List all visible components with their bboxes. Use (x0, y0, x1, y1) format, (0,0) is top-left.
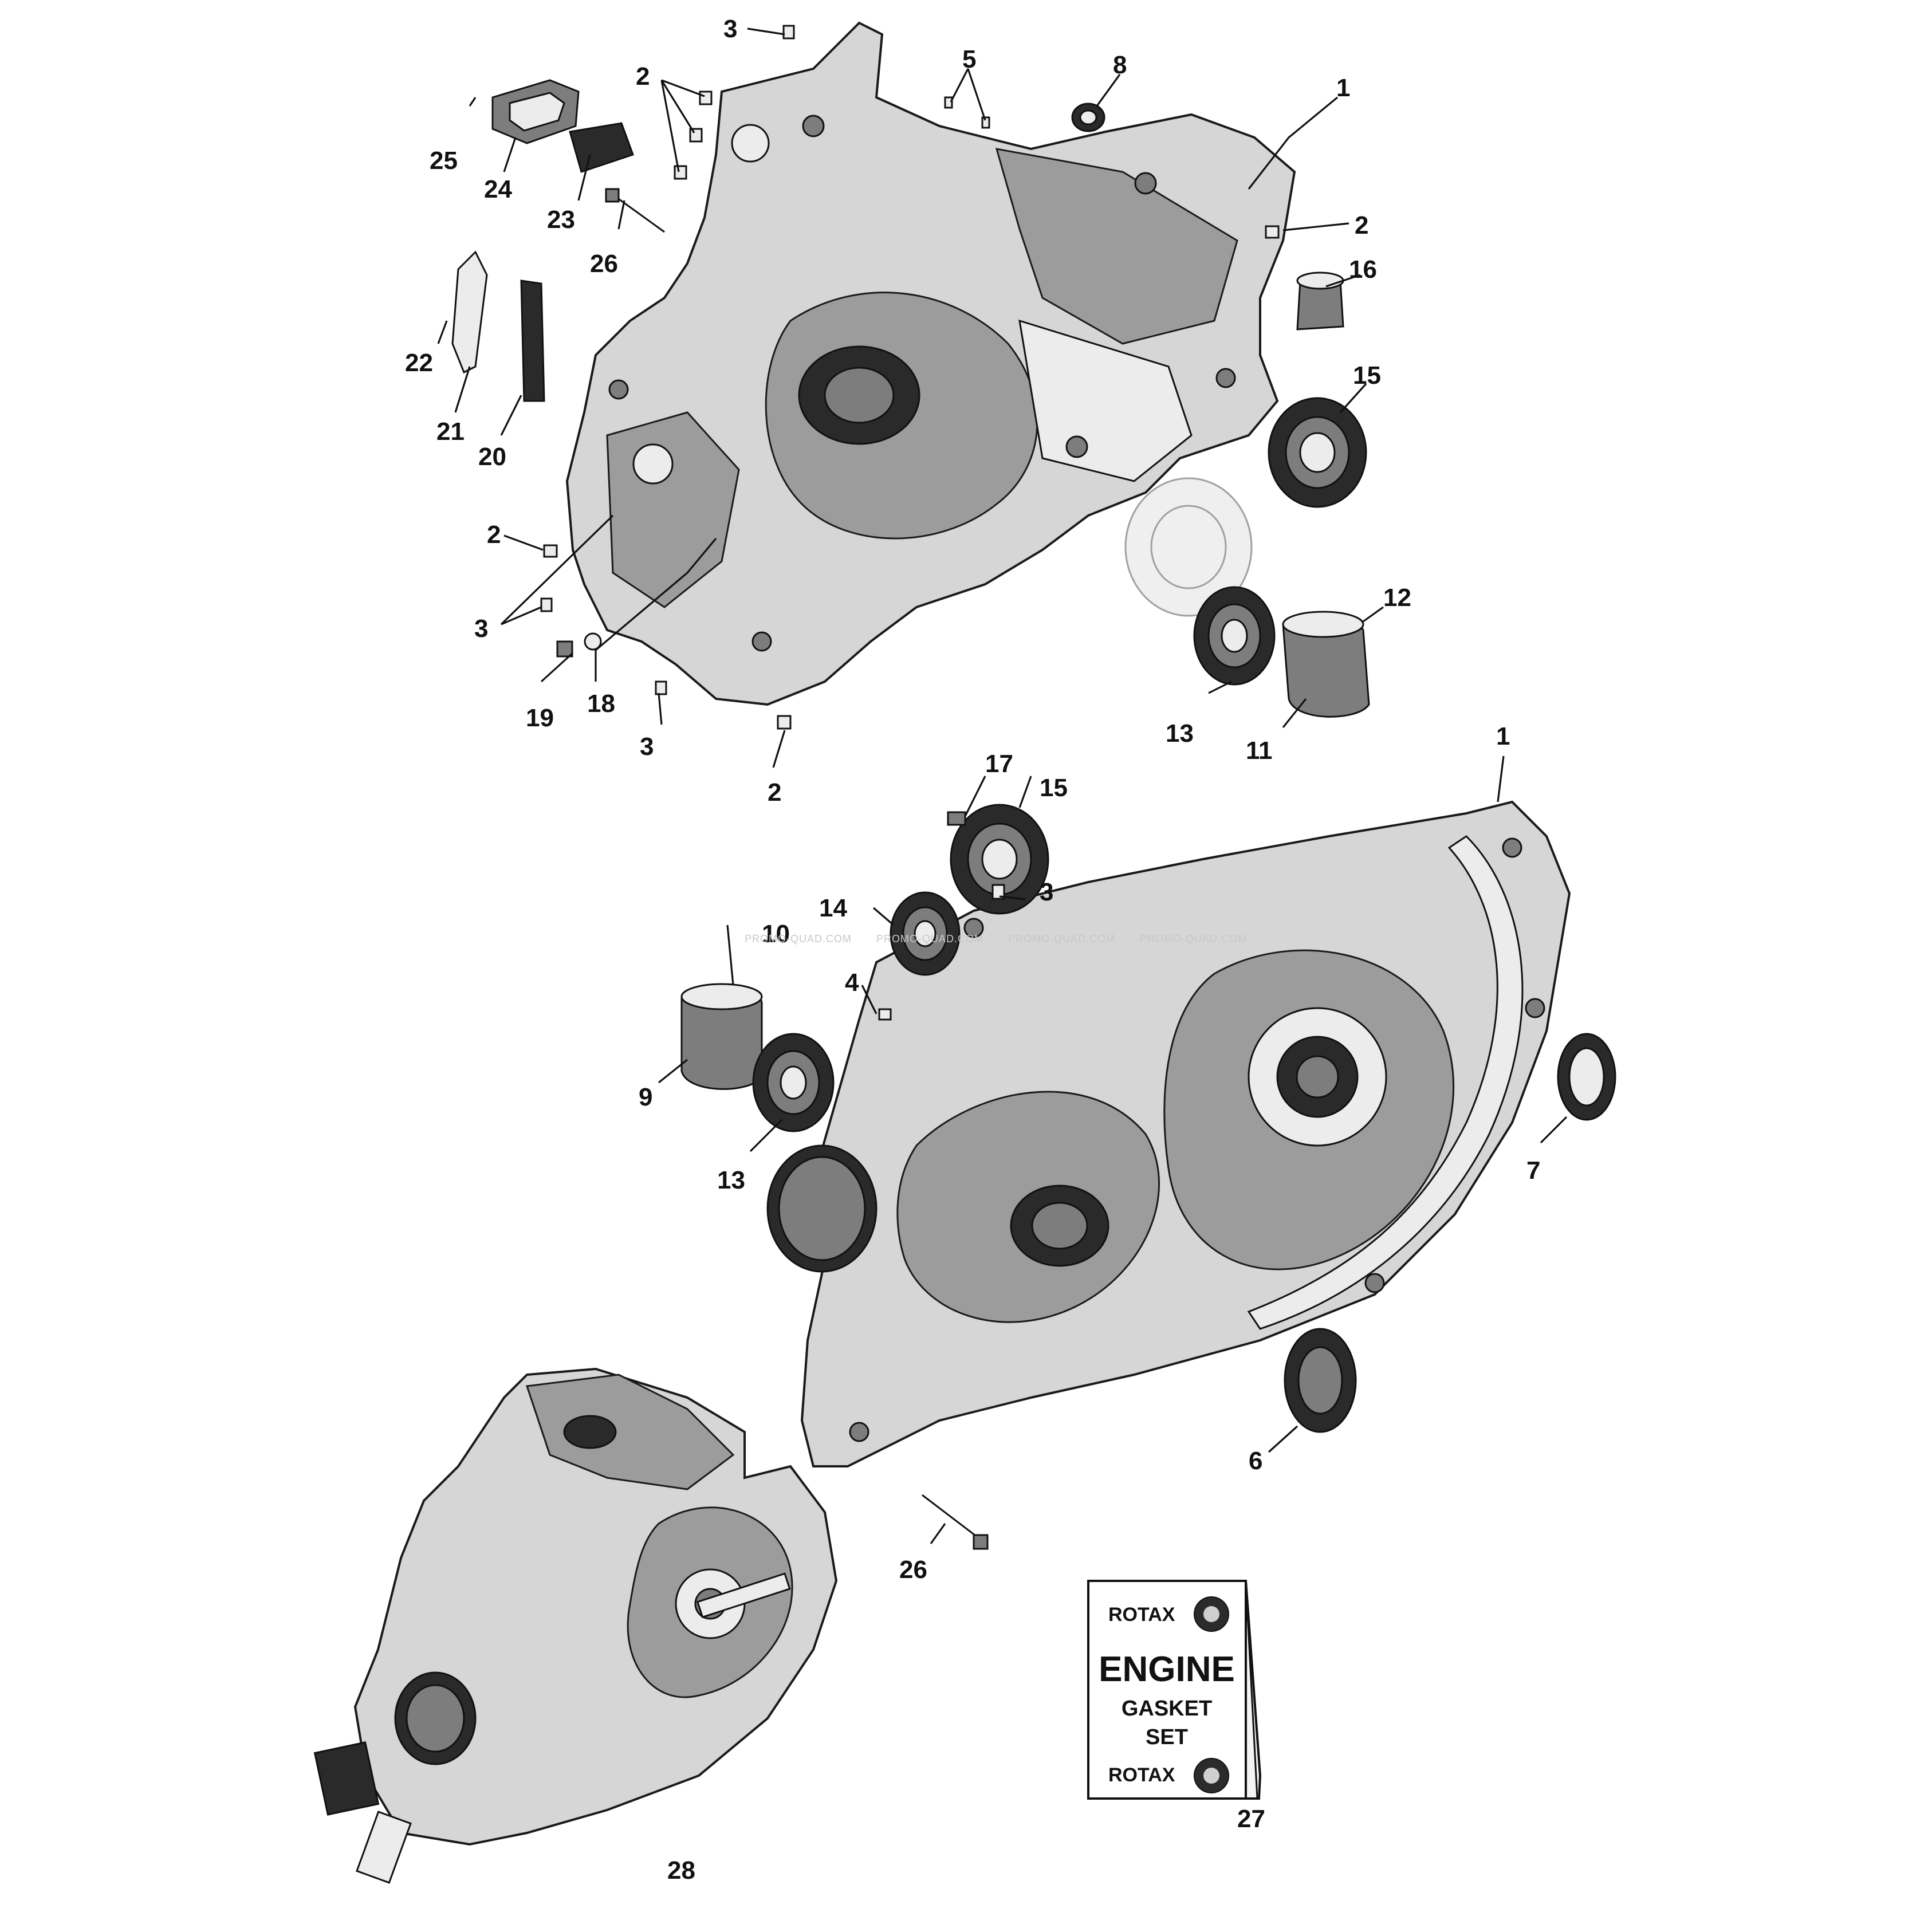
card-brand-bottom: ROTAX (1108, 1764, 1175, 1786)
callout-3-top: 3 (723, 15, 737, 43)
bolt-26-lower (922, 1494, 989, 1550)
callout-numbers: 3 2 5 8 1 2 16 15 12 13 11 25 24 23 26 2… (405, 15, 1540, 1884)
callout-10: 10 (762, 920, 790, 948)
callout-15-top: 15 (1353, 361, 1381, 389)
callout-3-bottom: 3 (640, 733, 654, 761)
seal-8 (1071, 103, 1105, 132)
ring-10-9 (680, 983, 763, 1090)
watermark-3: PROMO-QUAD.COM (1008, 933, 1115, 945)
watermarks: PROMO-QUAD.COM PROMO-QUAD.COM PROMO-QUAD… (745, 933, 1247, 945)
watermark-1: PROMO-QUAD.COM (745, 933, 852, 945)
bearing-15-lower (950, 804, 1049, 915)
callout-23: 23 (547, 206, 575, 234)
plug-23 (569, 122, 634, 173)
callout-2-left: 2 (487, 521, 501, 549)
callout-1-lower: 1 (1496, 722, 1510, 750)
card-brand-top: ROTAX (1108, 1604, 1175, 1626)
callout-20: 20 (478, 443, 506, 471)
watermark-4: PROMO-QUAD.COM (1140, 933, 1247, 945)
gasket-set-card: ROTAX ENGINE GASKET SET ROTAX (1087, 1580, 1262, 1800)
callout-26-lower: 26 (899, 1556, 927, 1584)
gasket-20 (520, 280, 545, 402)
callout-19: 19 (526, 704, 554, 732)
callout-2-bottom: 2 (768, 778, 781, 806)
upper-crankcase-half (565, 21, 1296, 706)
card-line-engine: ENGINE (1099, 1650, 1235, 1689)
callout-13-lower: 13 (717, 1166, 745, 1194)
callout-3-left: 3 (474, 615, 488, 643)
callout-1-top: 1 (1336, 74, 1350, 102)
callout-18: 18 (587, 690, 615, 718)
callout-16: 16 (1349, 255, 1377, 284)
callout-9: 9 (639, 1083, 652, 1111)
washer-18-plug-19 (556, 632, 602, 658)
bolt-26-upper (605, 188, 665, 233)
seal-7 (1557, 1033, 1616, 1121)
callout-24: 24 (484, 175, 512, 203)
bearing-13-upper (1193, 586, 1276, 686)
lower-crankcase-half (766, 800, 1571, 1467)
gasket-21 (451, 250, 488, 374)
ghost-bearing-ring (1124, 477, 1253, 617)
bearing-13-lower (752, 1033, 835, 1132)
bearing-14 (890, 891, 961, 976)
callout-8: 8 (1113, 51, 1127, 79)
callout-21: 21 (436, 418, 465, 446)
callout-26-top: 26 (590, 250, 618, 278)
callout-6: 6 (1249, 1447, 1262, 1475)
callout-15-lower: 15 (1040, 774, 1068, 802)
bolt-17 (947, 811, 966, 826)
seal-6 (1284, 1328, 1357, 1433)
callout-27: 27 (1237, 1805, 1265, 1833)
complete-engine-assembly (313, 1367, 838, 1884)
callout-3-lower: 3 (1040, 878, 1053, 906)
callout-11: 11 (1246, 737, 1273, 765)
callout-17: 17 (985, 750, 1013, 778)
callout-13-top: 13 (1166, 719, 1194, 747)
card-line-gasket: GASKET (1122, 1697, 1212, 1721)
callout-25: 25 (430, 147, 458, 175)
card-line-set: SET (1146, 1725, 1188, 1749)
ring-12-11 (1282, 611, 1370, 718)
callout-22: 22 (405, 349, 433, 377)
brp-badge-top (1194, 1596, 1229, 1632)
callout-28: 28 (667, 1856, 695, 1884)
callout-14: 14 (819, 894, 847, 922)
callout-4: 4 (845, 969, 859, 997)
callout-12: 12 (1383, 584, 1411, 612)
bearing-15-upper (1268, 397, 1367, 508)
brp-badge-bottom (1194, 1758, 1229, 1793)
bush-16 (1296, 271, 1344, 330)
callout-2-top: 2 (636, 62, 650, 90)
leader-lines (437, 27, 1568, 1793)
callout-2-right: 2 (1355, 211, 1368, 239)
callout-7: 7 (1526, 1156, 1540, 1185)
gasket-24 (491, 79, 580, 144)
watermark-2: PROMO-QUAD.COM (876, 933, 983, 945)
callout-5: 5 (962, 45, 976, 73)
